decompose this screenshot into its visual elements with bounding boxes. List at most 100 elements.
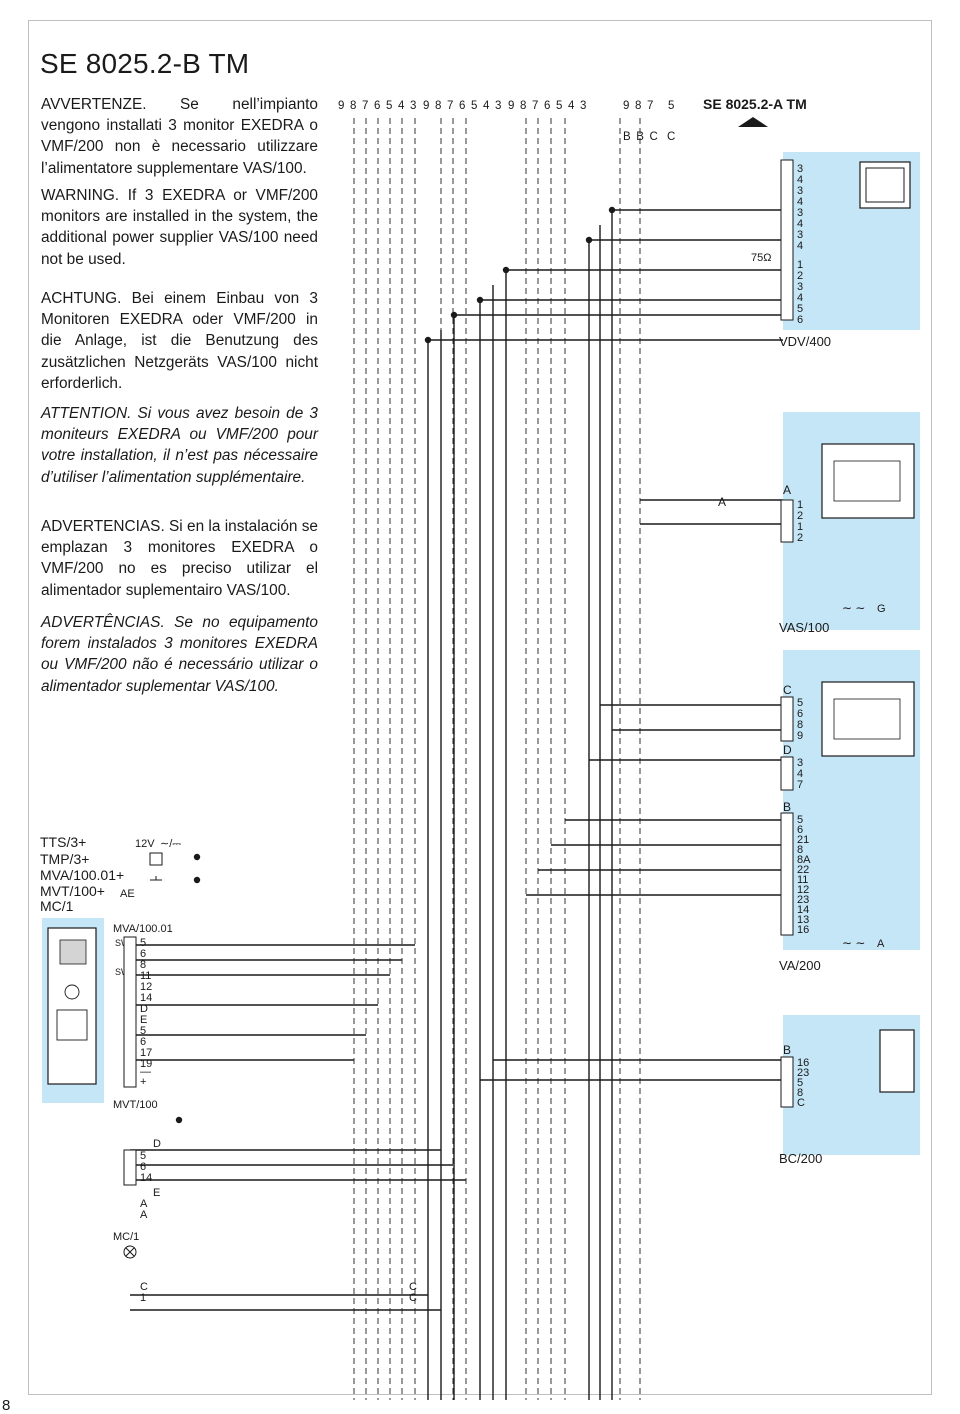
svg-text:MVT/100+: MVT/100+ — [40, 883, 105, 899]
svg-text:12: 12 — [140, 981, 152, 993]
camera-grille-icon — [59, 939, 87, 965]
svg-text:+: + — [140, 1076, 146, 1088]
svg-text:4: 4 — [797, 240, 803, 252]
mvt-e-label: E — [153, 1187, 160, 1199]
va-label: VA/200 — [779, 958, 821, 973]
page-number: 8 — [2, 1397, 11, 1414]
terminal-group-3: 9 8 7 6 5 4 3 — [508, 100, 588, 112]
svg-text:1: 1 — [797, 499, 803, 511]
svg-text:MVA/100.01+: MVA/100.01+ — [40, 867, 124, 883]
pushbutton-icon — [150, 876, 162, 881]
terminal-group-1: 9 8 7 6 5 4 3 — [338, 100, 418, 112]
svg-text:8: 8 — [797, 719, 803, 731]
vas-label: VAS/100 — [779, 620, 829, 635]
va-d-terminal-labels: 3 4 7 — [797, 757, 803, 791]
junction-dots — [175, 206, 616, 1124]
svg-text:9: 9 — [797, 730, 803, 742]
svg-text:23: 23 — [797, 894, 809, 906]
svg-text:14: 14 — [797, 904, 809, 916]
nameplate-icon — [56, 1009, 88, 1041]
monitor-terminal-labels: 3 4 3 4 3 4 3 4 1 2 3 4 5 6 — [797, 163, 803, 326]
warning-english: WARNING. If 3 EXEDRA or VMF/200 monitors… — [41, 187, 318, 268]
warning-portuguese: ADVERTÊNCIAS. Se no equipamento forem in… — [41, 614, 318, 695]
bc-terminal-labels: 16 23 5 8 C — [797, 1057, 809, 1109]
c-label: C — [667, 131, 675, 143]
mc-c-label: C — [140, 1281, 148, 1293]
svg-text:14: 14 — [140, 992, 152, 1004]
svg-text:16: 16 — [797, 924, 809, 936]
supply-label: 12V — [135, 838, 155, 850]
bottom-c-2: C — [409, 1292, 417, 1304]
svg-text:12: 12 — [797, 884, 809, 896]
vas-a-label: A — [783, 483, 791, 497]
svg-text:4: 4 — [797, 174, 803, 186]
svg-text:8A: 8A — [797, 854, 811, 866]
svg-text:8: 8 — [140, 959, 146, 971]
svg-text:1: 1 — [797, 521, 803, 533]
svg-text:8: 8 — [797, 1087, 803, 1099]
svg-text:6: 6 — [797, 708, 803, 720]
call-button-icon — [64, 984, 80, 1000]
svg-text:5: 5 — [797, 1077, 803, 1089]
warning-german: ACHTUNG. Bei einem Einbau von 3 Monitore… — [41, 290, 318, 392]
vas-terminal-labels: 1 2 1 2 — [797, 499, 803, 544]
svg-text:5: 5 — [797, 814, 803, 826]
svg-text:1: 1 — [797, 259, 803, 271]
svg-text:7: 7 — [797, 779, 803, 791]
mva-label: MVA/100.01 — [113, 923, 173, 935]
va-b-terminal-strip — [780, 812, 794, 936]
svg-text:MC/1: MC/1 — [40, 898, 74, 914]
mvt-terminal-strip — [123, 1149, 137, 1186]
mvt-a-1: A — [140, 1198, 148, 1210]
svg-text:2: 2 — [797, 510, 803, 522]
svg-text:11: 11 — [797, 874, 808, 886]
svg-text:—: — — [140, 1066, 151, 1078]
mvt-a-2: A — [140, 1209, 148, 1221]
bc-terminal-strip — [780, 1056, 794, 1108]
svg-text:17: 17 — [140, 1047, 152, 1059]
svg-text:2: 2 — [797, 270, 803, 282]
svg-text:5: 5 — [797, 303, 803, 315]
ac-dc-icon: ∼/⎓ — [160, 838, 181, 850]
svg-text:22: 22 — [797, 864, 809, 876]
dashed-bus-lines — [353, 118, 641, 1400]
vdv-label: VDV/400 — [779, 334, 831, 349]
mvt-d-label: D — [153, 1138, 161, 1150]
svg-text:6: 6 — [140, 1161, 146, 1173]
svg-text:3: 3 — [797, 229, 803, 241]
lock-icon — [149, 852, 163, 866]
svg-text:4: 4 — [797, 218, 803, 230]
svg-text:3: 3 — [797, 281, 803, 293]
page-title: SE 8025.2-B TM — [40, 48, 250, 79]
va-d-label: D — [783, 743, 792, 757]
svg-text:4: 4 — [797, 196, 803, 208]
va-b-terminal-labels: 5 6 21 8 8A 22 11 12 23 14 13 16 — [797, 814, 811, 936]
svg-text:19: 19 — [140, 1058, 152, 1070]
vas-terminal-strip — [780, 499, 794, 543]
svg-text:D: D — [140, 1003, 148, 1015]
svg-text:2: 2 — [797, 532, 803, 544]
ac-mains-icon: ∼ ∼ — [842, 601, 865, 615]
bottom-c-1: C — [409, 1281, 417, 1293]
va-c-terminal-labels: 5 6 8 9 — [797, 697, 803, 742]
resistor-label: 75Ω — [751, 252, 771, 264]
warning-french: ATTENTION. Si vous avez besoin de 3 moni… — [41, 405, 318, 486]
svg-text:11: 11 — [140, 970, 151, 982]
g-label: G — [877, 603, 886, 615]
mva-terminal-labels: 5 6 8 11 12 14 D E 5 6 17 19 — + — [140, 937, 152, 1088]
svg-text:13: 13 — [797, 914, 809, 926]
arrow-up-icon — [738, 117, 768, 127]
svg-text:21: 21 — [797, 834, 809, 846]
bc-label: BC/200 — [779, 1151, 822, 1166]
svg-text:6: 6 — [797, 314, 803, 326]
terminal-group-4: 9 8 7 — [623, 100, 655, 112]
panel-list: TTS/3+ TMP/3+ MVA/100.01+ MVT/100+ MC/1 — [40, 834, 124, 914]
svg-text:TTS/3+: TTS/3+ — [40, 834, 86, 850]
svg-text:4: 4 — [797, 292, 803, 304]
svg-text:3: 3 — [797, 185, 803, 197]
monitor-terminal-strip — [780, 159, 794, 321]
svg-text:5: 5 — [797, 697, 803, 709]
terminal-group-5: 5 — [668, 100, 674, 112]
warning-italian: AVVERTENZE. Se nell’impianto vengono ins… — [41, 96, 318, 177]
